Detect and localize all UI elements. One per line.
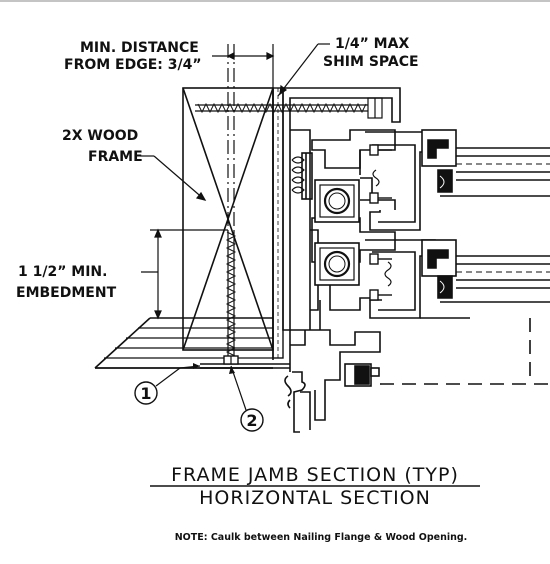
vertical-screw <box>223 230 239 365</box>
note-text: NOTE: Caulk between Nailing Flange & Woo… <box>175 532 468 543</box>
top-screw <box>195 97 383 119</box>
embedment-label-line1: 1 1/2” MIN. <box>18 264 107 280</box>
frame-screws <box>369 144 392 301</box>
sill-hatch <box>94 317 273 369</box>
shim-space <box>272 87 284 359</box>
callout-1-text: 1 <box>140 384 151 403</box>
interior-trim <box>344 318 550 387</box>
sub-title: HORIZONTAL SECTION <box>199 487 431 509</box>
upper-spacer <box>314 179 360 223</box>
embedment-label-line2: EMBEDMENT <box>16 285 117 301</box>
lower-glazing <box>420 239 550 319</box>
shim-space-leader <box>277 43 330 97</box>
nailing-flange <box>200 363 290 369</box>
embedment-dimension <box>141 228 228 320</box>
main-title: FRAME JAMB SECTION (TYP) <box>171 464 459 486</box>
window-frame-profile <box>282 87 401 421</box>
nailing-fin-hook <box>284 371 311 433</box>
shim-space-label-line1: 1/4” MAX <box>335 36 409 52</box>
callout-2: 2 <box>229 365 264 432</box>
min-distance-label-line1: MIN. DISTANCE <box>80 40 199 56</box>
min-distance-dimension <box>212 44 275 230</box>
min-distance-label-line2: FROM EDGE: 3/4” <box>64 57 202 73</box>
callout-2-text: 2 <box>246 411 257 430</box>
upper-glazing <box>421 129 550 197</box>
lower-spacer <box>314 242 360 286</box>
wood-frame-leader <box>140 155 207 201</box>
shim-space-label-line2: SHIM SPACE <box>323 54 419 70</box>
wood-frame-label-line1: 2X WOOD <box>62 128 138 144</box>
callout-1: 1 <box>134 363 201 405</box>
wood-frame-label-line2: FRAME <box>88 149 143 165</box>
